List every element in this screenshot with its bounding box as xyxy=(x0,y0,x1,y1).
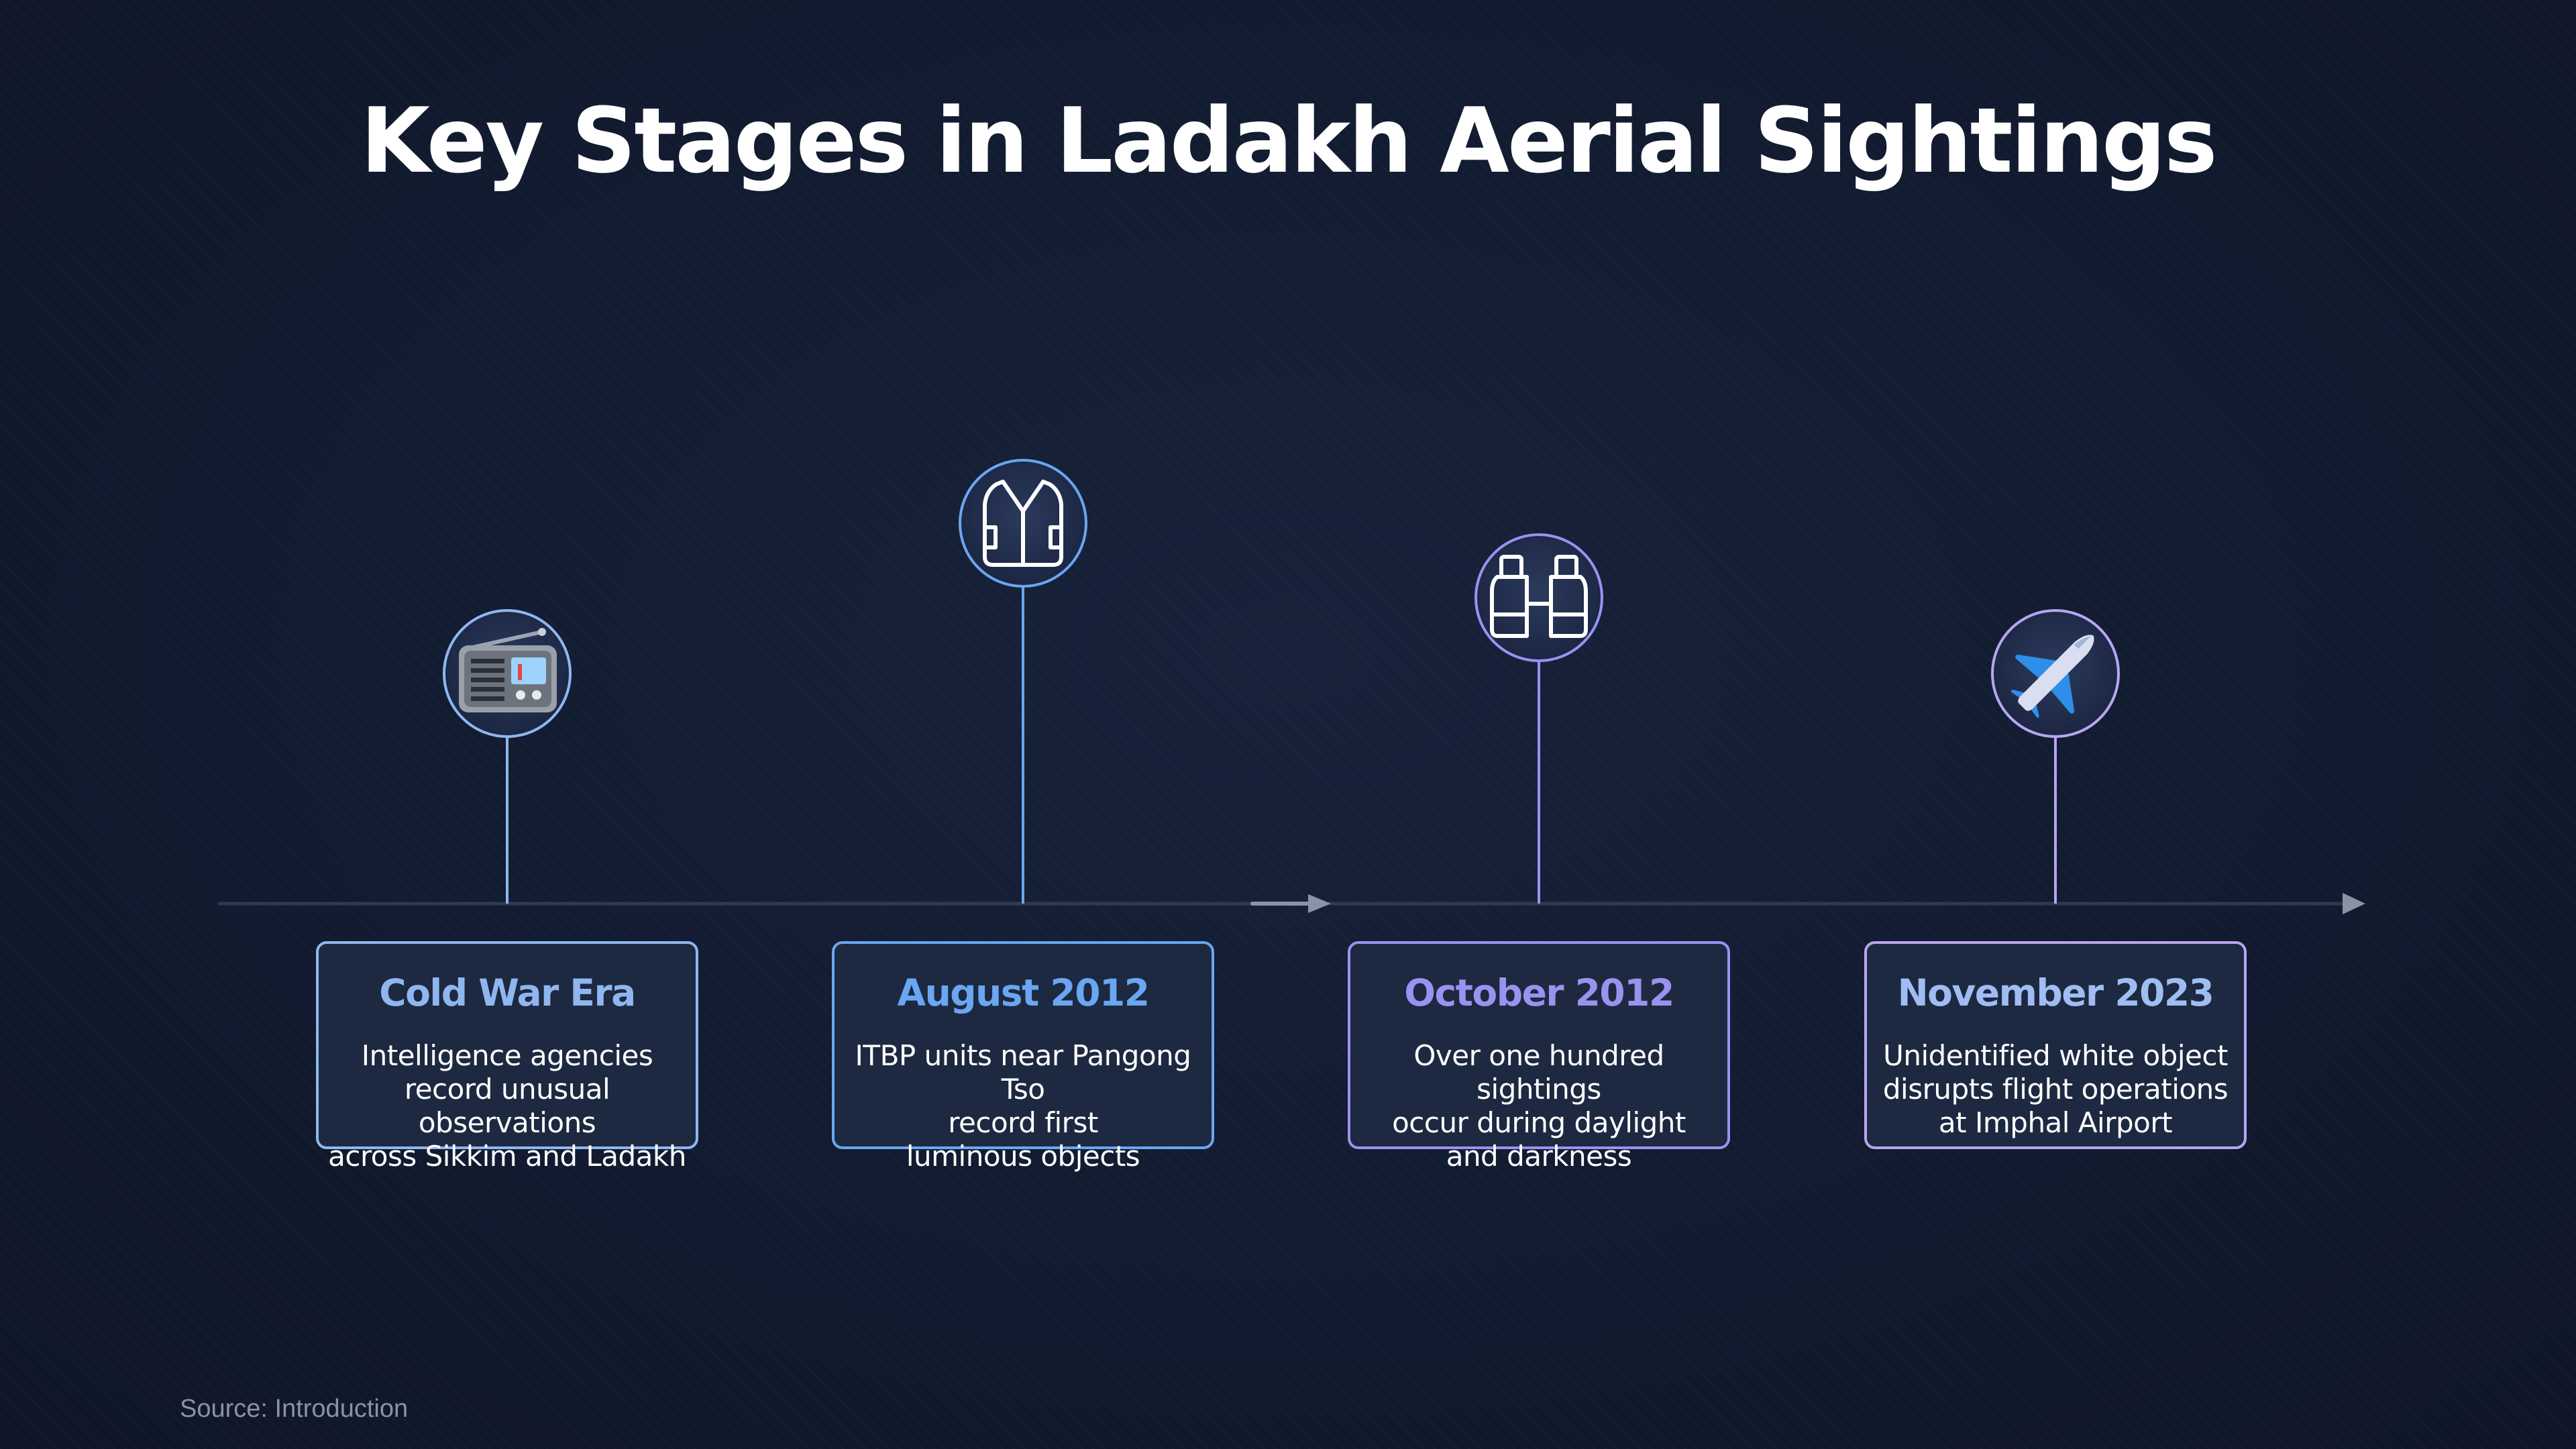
stage-card-october-2012: October 2012 Over one hundred sightings … xyxy=(1348,941,1730,1173)
stage-card-cold-war-era: Cold War Era Intelligence agencies recor… xyxy=(316,941,698,1173)
vest-icon xyxy=(983,480,1063,567)
stage-card-august-2012: August 2012 ITBP units near Pangong Tso … xyxy=(832,941,1214,1173)
radio-icon xyxy=(459,628,557,712)
timeline-end-arrow xyxy=(2343,893,2365,914)
source-note: Source: Introduction xyxy=(180,1395,409,1423)
stage-marker xyxy=(1991,609,2120,738)
binoculars-icon xyxy=(1490,555,1588,638)
airplane-icon xyxy=(2010,635,2094,718)
stage-card-november-2023: November 2023 Unidentified white object … xyxy=(1864,941,2247,1149)
stage-description: Over one hundred sightings occur during … xyxy=(1392,1039,1686,1173)
stage-description: Intelligence agencies record unusual obs… xyxy=(328,1039,686,1173)
stage-title: Cold War Era xyxy=(379,971,636,1014)
stage-marker xyxy=(1474,533,1603,662)
stage-title: August 2012 xyxy=(897,971,1150,1014)
stage-title: October 2012 xyxy=(1404,971,1674,1014)
stage-marker xyxy=(443,609,572,738)
stage-title: November 2023 xyxy=(1897,971,2214,1014)
stage-marker xyxy=(959,459,1087,588)
stage-description: Unidentified white object disrupts fligh… xyxy=(1882,1039,2229,1139)
stage-description: ITBP units near Pangong Tso record first… xyxy=(855,1039,1191,1173)
timeline-mid-arrow-head xyxy=(1308,894,1331,913)
page-title: Key Stages in Ladakh Aerial Sightings xyxy=(360,89,2217,193)
